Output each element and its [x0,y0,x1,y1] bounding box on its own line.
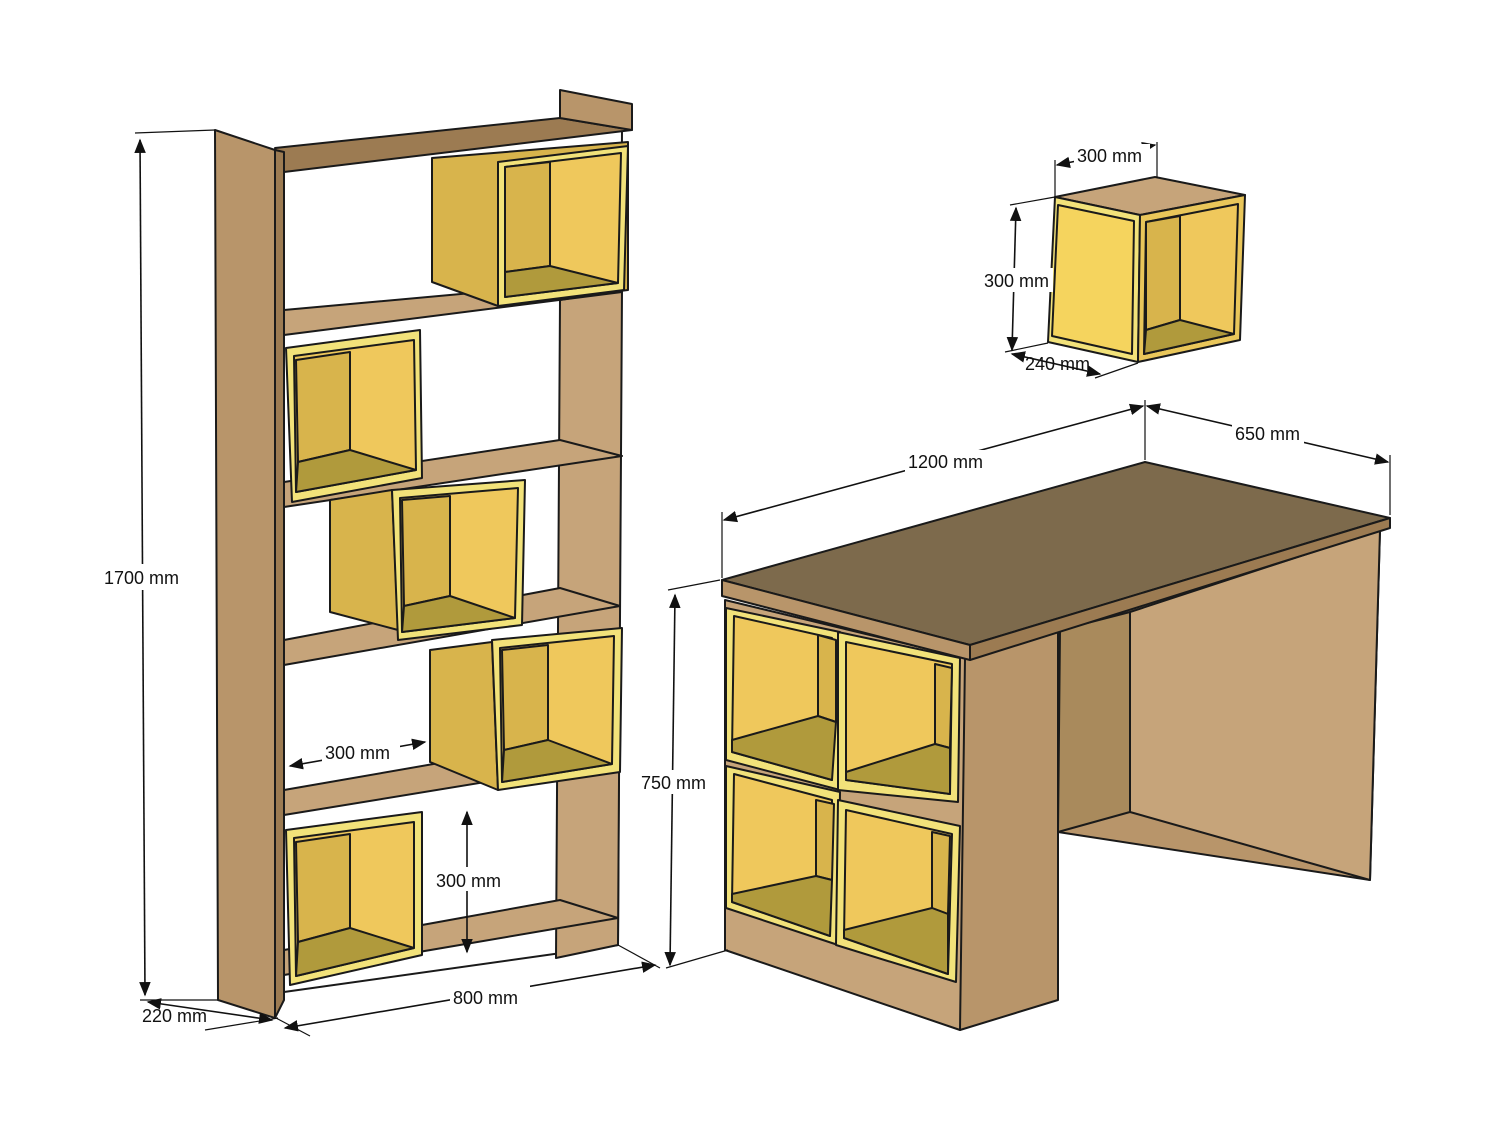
bookcase-left-panel [214,129,276,1019]
cube-depth-line [1010,351,1102,377]
bookcase-cube-5 [285,811,423,986]
single-cube [1047,176,1246,363]
bookcase-cube-1 [431,141,629,307]
cube-depth-label: 240 mm [1025,354,1090,374]
cube-height-label: 300 mm [984,271,1049,291]
bookcase-cube-4 [429,627,623,791]
bookcase-right-panel [555,289,623,959]
bookcase-cube-width-label: 300 mm [325,743,390,763]
desk-cube-4 [835,799,961,983]
desk-height-label: 750 mm [641,773,706,793]
bookcase-top-back-edge [559,89,633,131]
bookcase-front-edge [274,149,285,1019]
desk-depth-label: 650 mm [1235,424,1300,444]
bookcase-depth-label: 220 mm [142,1006,207,1026]
bookcase-cube-2 [285,329,423,503]
desk-cube-3 [725,765,841,946]
cube-width-label: 300 mm [1077,146,1142,166]
desk-cabinet-side [959,627,1059,1031]
bookcase-height-label: 1700 mm [104,568,179,588]
bookcase-depth-line [146,998,274,1024]
desk-width-label: 1200 mm [908,452,983,472]
dimension-labels: 1700 mm 220 mm 800 mm 300 mm 300 mm 300 … [102,144,1304,1026]
bookcase-cube-height-label: 300 mm [436,871,501,891]
bookcase-width-label: 800 mm [453,988,518,1008]
desk-cube-2 [837,631,961,803]
bookcase-cube-3 [329,479,526,641]
desk-cube-1 [725,607,841,791]
